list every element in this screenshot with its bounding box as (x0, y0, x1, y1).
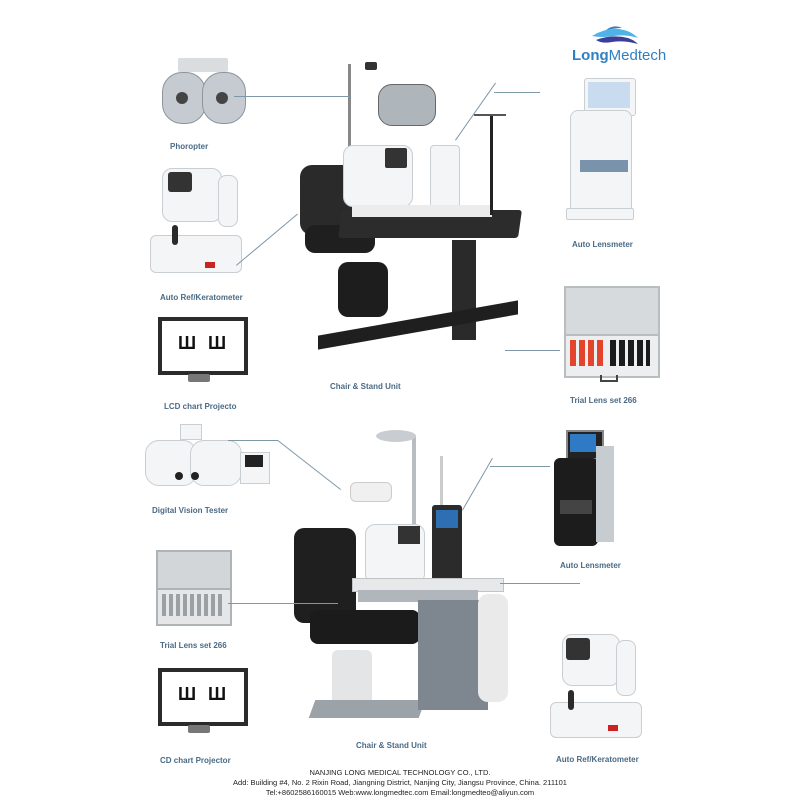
label-lcd-chart-projector: LCD chart Projecto (164, 402, 237, 411)
chart-symbol: Ш (178, 684, 197, 704)
footer-company: NANJING LONG MEDICAL TECHNOLOGY CO., LTD… (309, 768, 491, 777)
leader-line (228, 603, 338, 604)
leader-line (234, 96, 350, 97)
brand-name: LongMedtech (572, 47, 667, 64)
leader-line (500, 583, 580, 584)
label-auto-lensmeter-2: Auto Lensmeter (560, 561, 621, 570)
label-digital-vision-tester: Digital Vision Tester (152, 506, 229, 515)
footer-address: Add: Building #4, No. 2 Rixin Road, Jian… (233, 778, 567, 787)
label-auto-lensmeter: Auto Lensmeter (572, 240, 633, 249)
chart-symbol: Ш (208, 684, 227, 704)
label-chair-stand-unit-2: Chair & Stand Unit (356, 741, 427, 750)
leader-line (228, 440, 278, 441)
label-auto-ref-keratometer: Auto Ref/Keratometer (160, 293, 243, 302)
leader-line (490, 466, 550, 467)
label-trial-lens-set-2: Trial Lens set 266 (160, 641, 227, 650)
leader-line (505, 350, 560, 351)
footer-contact: Tel:+8602586160015 Web:www.longmedtec.co… (265, 788, 535, 797)
leader-line (494, 92, 540, 93)
label-chair-stand-unit: Chair & Stand Unit (330, 382, 401, 391)
leader-line (462, 458, 493, 511)
leader-line (236, 213, 298, 266)
label-auto-ref-keratometer-2: Auto Ref/Keratometer (556, 755, 639, 764)
label-trial-lens-set: Trial Lens set 266 (570, 396, 637, 405)
chart-symbol: Ш (208, 333, 227, 353)
label-cd-chart-projector: CD chart Projector (160, 756, 231, 765)
label-phoropter: Phoropter (170, 142, 209, 151)
chart-symbol: Ш (178, 333, 197, 353)
wave-logo-icon (592, 26, 638, 44)
leader-line (277, 440, 342, 491)
